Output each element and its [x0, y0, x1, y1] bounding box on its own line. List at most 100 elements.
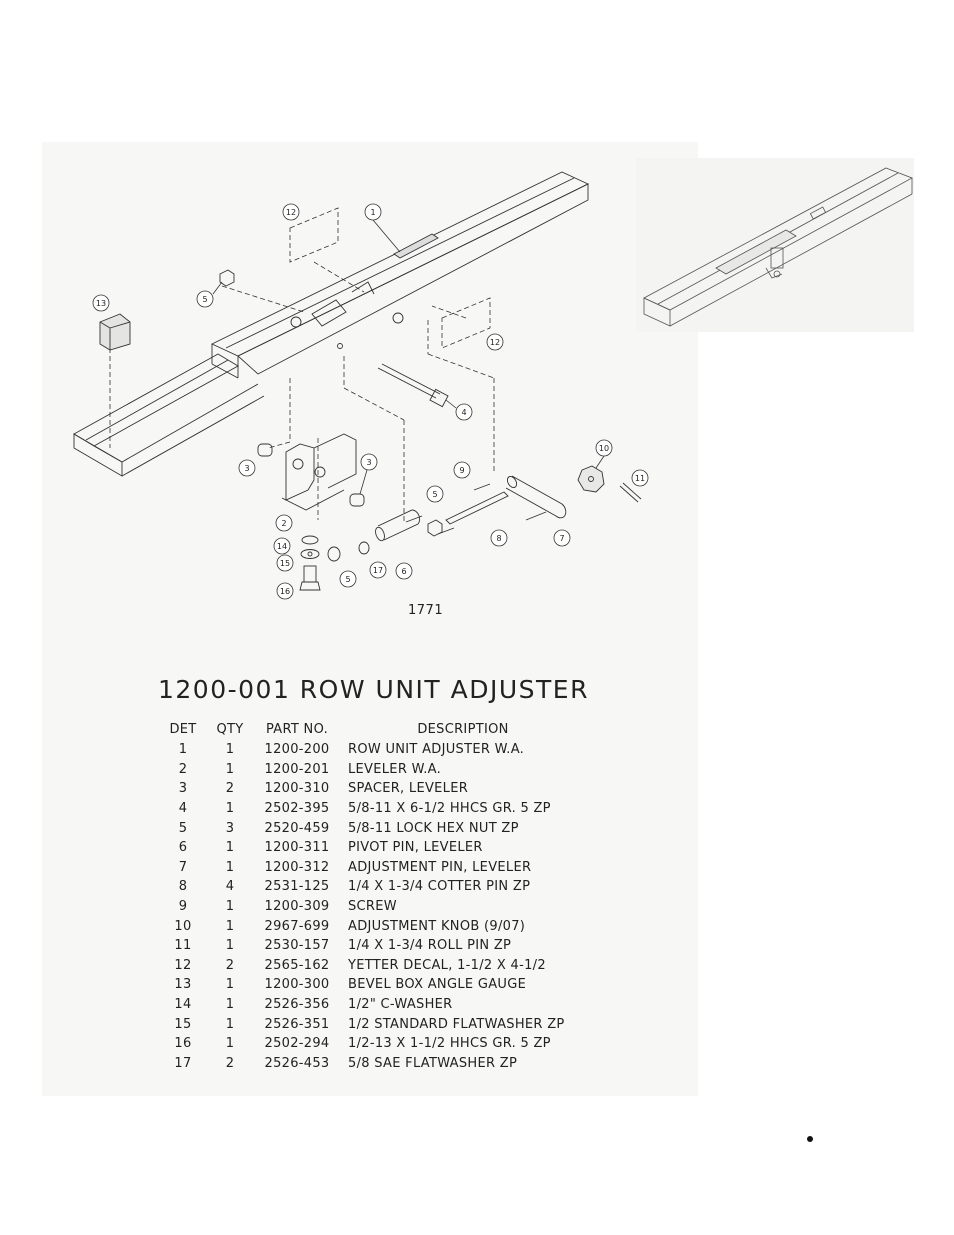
cell-part-no: 2530-157 — [264, 938, 330, 954]
cell-qty: 1 — [225, 1016, 235, 1032]
cell-description: ROW UNIT ADJUSTER W.A. — [348, 742, 525, 758]
balloon-5-upper: 5 — [202, 295, 207, 304]
cell-description: 1/2 STANDARD FLATWASHER ZP — [348, 1016, 565, 1032]
cell-qty: 1 — [225, 918, 235, 934]
cell-det: 14 — [174, 997, 192, 1013]
cell-qty: 1 — [225, 997, 235, 1013]
cell-description: 1/4 X 1-3/4 COTTER PIN ZP — [348, 879, 531, 895]
cell-qty: 2 — [225, 1055, 235, 1071]
cell-qty: 1 — [225, 801, 235, 817]
assembly-thumbnail — [643, 167, 913, 327]
adjuster-tube — [210, 171, 590, 357]
cell-part-no: 2531-125 — [264, 879, 330, 895]
cell-part-no: 1200-309 — [264, 899, 330, 915]
leveler-bracket — [285, 443, 315, 501]
cell-qty: 3 — [225, 820, 235, 836]
cell-part-no: 1200-312 — [264, 859, 330, 875]
balloon-1: 1 — [370, 208, 375, 217]
cell-part-no: 1200-310 — [264, 781, 330, 797]
cell-part-no: 1200-201 — [264, 761, 330, 777]
cell-qty: 1 — [225, 840, 235, 856]
decal-12-lower — [441, 297, 491, 349]
balloon-17: 17 — [373, 566, 383, 575]
angle-gauge-box — [99, 313, 131, 351]
cell-part-no: 2565-162 — [264, 957, 330, 973]
cell-description: 1/2-13 X 1-1/2 HHCS GR. 5 ZP — [348, 1036, 551, 1052]
page-title: 1200-001 ROW UNIT ADJUSTER — [158, 674, 589, 704]
table-header-row: DET QTY PART NO. DESCRIPTION — [162, 718, 588, 740]
cell-description: ADJUSTMENT PIN, LEVELER — [348, 859, 532, 875]
cell-det: 12 — [174, 957, 192, 973]
cell-det: 17 — [174, 1055, 192, 1071]
cell-det: 11 — [174, 938, 192, 954]
cell-description: 5/8-11 X 6-1/2 HHCS GR. 5 ZP — [348, 801, 551, 817]
table-row: 4 1 2502-395 5/8-11 X 6-1/2 HHCS GR. 5 ZP — [162, 799, 588, 819]
cell-description: ADJUSTMENT KNOB (9/07) — [348, 918, 526, 934]
adjustment-pin — [505, 475, 567, 519]
cell-qty: 1 — [225, 859, 235, 875]
header-part-no: PART NO. — [265, 721, 329, 737]
balloon-8: 8 — [496, 534, 501, 543]
cell-qty: 1 — [225, 899, 235, 915]
cell-qty: 1 — [225, 742, 235, 758]
cell-description: 1/2" C-WASHER — [348, 997, 453, 1013]
cell-det: 10 — [174, 918, 192, 934]
cell-qty: 2 — [225, 957, 235, 973]
balloon-7: 7 — [559, 534, 564, 543]
cell-det: 4 — [178, 801, 188, 817]
cell-description: SPACER, LEVELER — [348, 781, 469, 797]
balloon-5-lower: 5 — [345, 575, 350, 584]
cell-part-no: 2502-395 — [264, 801, 330, 817]
cell-part-no: 2526-356 — [264, 997, 330, 1013]
cell-qty: 1 — [225, 938, 235, 954]
adjustment-knob — [577, 465, 605, 493]
cell-det: 13 — [174, 977, 192, 993]
balloon-3-right: 3 — [366, 458, 371, 467]
cell-description: LEVELER W.A. — [348, 761, 442, 777]
item-balloons — [92, 203, 649, 600]
cell-qty: 1 — [225, 977, 235, 993]
cell-det: 9 — [178, 899, 188, 915]
balloon-9: 9 — [459, 466, 464, 475]
cell-det: 8 — [178, 879, 188, 895]
balloon-6: 6 — [401, 567, 406, 576]
table-row: 14 1 2526-356 1/2" C-WASHER — [162, 995, 588, 1015]
cell-det: 2 — [178, 761, 188, 777]
cell-det: 1 — [178, 742, 188, 758]
cell-description: PIVOT PIN, LEVELER — [348, 840, 483, 856]
cell-det: 15 — [174, 1016, 192, 1032]
balloon-2: 2 — [281, 519, 286, 528]
header-det: DET — [169, 721, 197, 737]
cell-part-no: 2520-459 — [264, 820, 330, 836]
lock-nut-upper — [219, 269, 235, 287]
balloon-12-lower: 12 — [490, 338, 500, 347]
cell-det: 7 — [178, 859, 188, 875]
scanned-page — [42, 142, 698, 1096]
header-description: DESCRIPTION — [417, 721, 509, 737]
cell-qty: 1 — [225, 1036, 235, 1052]
cell-description: 5/8 SAE FLATWASHER ZP — [348, 1055, 518, 1071]
balloon-14: 14 — [277, 542, 287, 551]
cell-det: 5 — [178, 820, 188, 836]
screw — [445, 491, 509, 525]
pivot-pin — [377, 509, 421, 541]
cell-part-no: 2526-351 — [264, 1016, 330, 1032]
table-row: 2 1 1200-201 LEVELER W.A. — [162, 760, 588, 780]
balloon-12-upper: 12 — [286, 208, 296, 217]
cell-part-no: 1200-200 — [264, 742, 330, 758]
balloon-10: 10 — [599, 444, 609, 453]
cell-qty: 1 — [225, 761, 235, 777]
cell-description: 1/4 X 1-3/4 ROLL PIN ZP — [348, 938, 512, 954]
exploded-view-drawing: 1 12 5 13 12 4 3 3 2 14 15 16 5 17 6 5 9… — [73, 171, 649, 600]
cell-det: 3 — [178, 781, 188, 797]
